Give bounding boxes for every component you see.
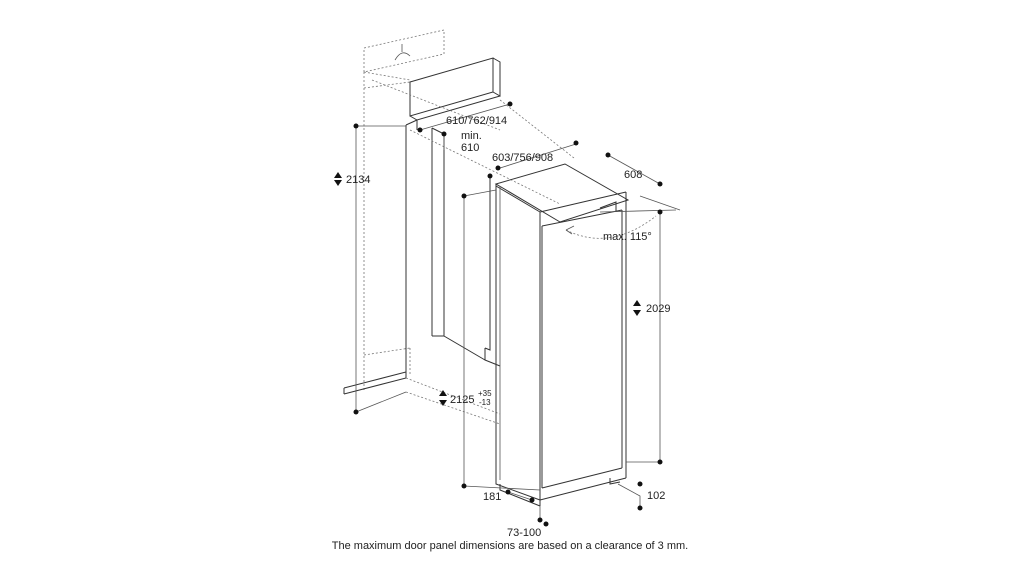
height-arrow-icon — [334, 172, 342, 186]
toe-kick-label: 181 — [483, 491, 501, 503]
niche-height-label: 2134 — [346, 174, 370, 186]
panel-width-label: 603/756/908 — [492, 152, 553, 164]
depth-label: 608 — [624, 169, 642, 181]
offset-label: 73-100 — [507, 527, 541, 539]
dimension-lines — [353, 101, 681, 527]
height-arrow-icon — [633, 300, 641, 316]
height-arrow-icon — [439, 390, 447, 406]
max-angle-label: max. 115° — [603, 231, 652, 243]
panel-height-tolerance-plus: +35 — [478, 389, 492, 398]
appliance-height-label: 2029 — [646, 303, 670, 315]
panel-height-label: 2125 — [450, 394, 474, 406]
niche-width-label: 610/762/914 — [446, 115, 507, 127]
plinth-label: 102 — [647, 490, 665, 502]
panel-height-tolerance-minus: -13 — [479, 398, 491, 407]
niche-outline — [343, 29, 575, 425]
min-label: min. — [461, 130, 482, 142]
caption: The maximum door panel dimensions are ba… — [331, 540, 689, 552]
appliance — [494, 163, 630, 507]
min-width-label: 610 — [461, 142, 479, 154]
